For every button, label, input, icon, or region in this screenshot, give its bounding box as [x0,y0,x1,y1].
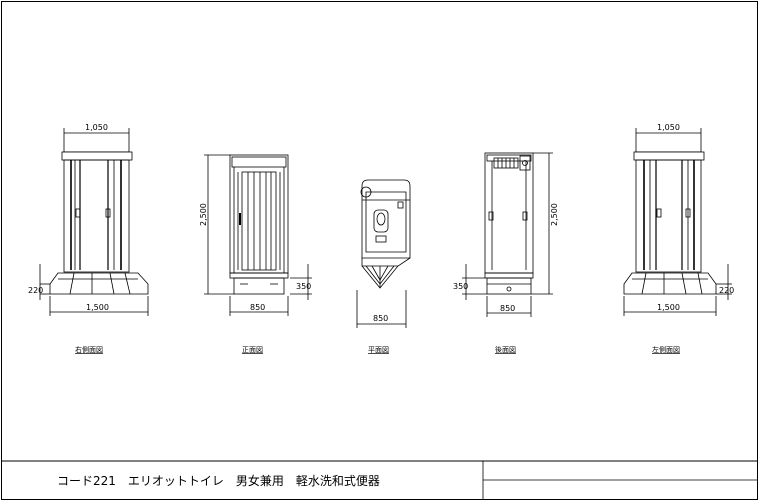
plan-width: 850 [373,314,388,323]
front-view [204,154,312,316]
right-side-top-width: 1,050 [85,123,108,132]
rear-height: 2,500 [550,203,559,226]
rear-base-height: 350 [453,282,468,291]
plan-view [356,179,411,328]
right-side-caption: 右側面図 [75,345,103,354]
right-side-base-height: 220 [28,286,43,295]
right-side-base-width: 1,500 [86,303,109,312]
left-side-view [623,128,732,316]
right-side-view [39,128,149,316]
title-text: コード221 エリオットトイレ 男女兼用 軽水洗和式便器 [57,473,380,488]
front-caption: 正面図 [242,346,263,354]
rear-view [462,152,553,317]
left-side-top-width: 1,050 [657,123,680,132]
rear-width: 850 [500,304,515,313]
rear-caption: 後面図 [495,345,516,354]
plan-caption: 平面図 [368,346,389,354]
front-base-height: 350 [296,282,311,291]
left-side-base-width: 1,500 [657,303,680,312]
left-side-caption: 左側面図 [652,345,680,354]
front-width: 850 [250,303,265,312]
left-side-base-height: 220 [719,286,734,295]
front-height: 2,500 [199,203,208,226]
